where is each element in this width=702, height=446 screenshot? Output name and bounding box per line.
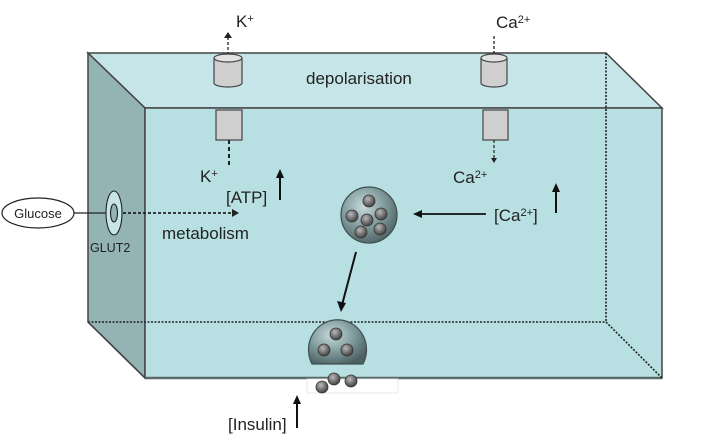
k-in-label: K+ xyxy=(200,167,218,186)
ca-increase-arrow-icon xyxy=(552,183,560,213)
atp-increase-arrow-icon xyxy=(276,169,284,200)
glut2-transporter-icon xyxy=(105,190,123,236)
ca-channel-top xyxy=(480,36,508,88)
released-insulin-granules xyxy=(315,372,358,394)
ca-concentration-label: [Ca2+] xyxy=(494,206,538,225)
docked-vesicle xyxy=(307,319,368,365)
vesicle-movement-arrow xyxy=(337,251,357,312)
ca-out-label: Ca2+ xyxy=(496,13,530,32)
glut2-label: GLUT2 xyxy=(90,241,130,255)
insulin-label: [Insulin] xyxy=(228,415,287,434)
ca-in-label: Ca2+ xyxy=(453,168,487,187)
ca-channel-front xyxy=(482,109,509,163)
insulin-increase-arrow-icon xyxy=(293,395,301,428)
hidden-bottom-right-edge xyxy=(605,321,663,379)
k-out-label: K+ xyxy=(236,12,254,31)
depolarisation-label: depolarisation xyxy=(306,69,412,88)
k-channel-top xyxy=(213,32,243,88)
metabolism-label: metabolism xyxy=(162,224,249,243)
k-channel-front xyxy=(215,109,243,166)
cell-front-face xyxy=(144,107,663,379)
glucose-label: Glucose xyxy=(14,206,62,221)
insulin-vesicle xyxy=(340,186,398,244)
atp-label: [ATP] xyxy=(226,188,267,207)
left-bottom-edge xyxy=(87,321,146,379)
ca-to-vesicle-arrow xyxy=(413,210,486,218)
